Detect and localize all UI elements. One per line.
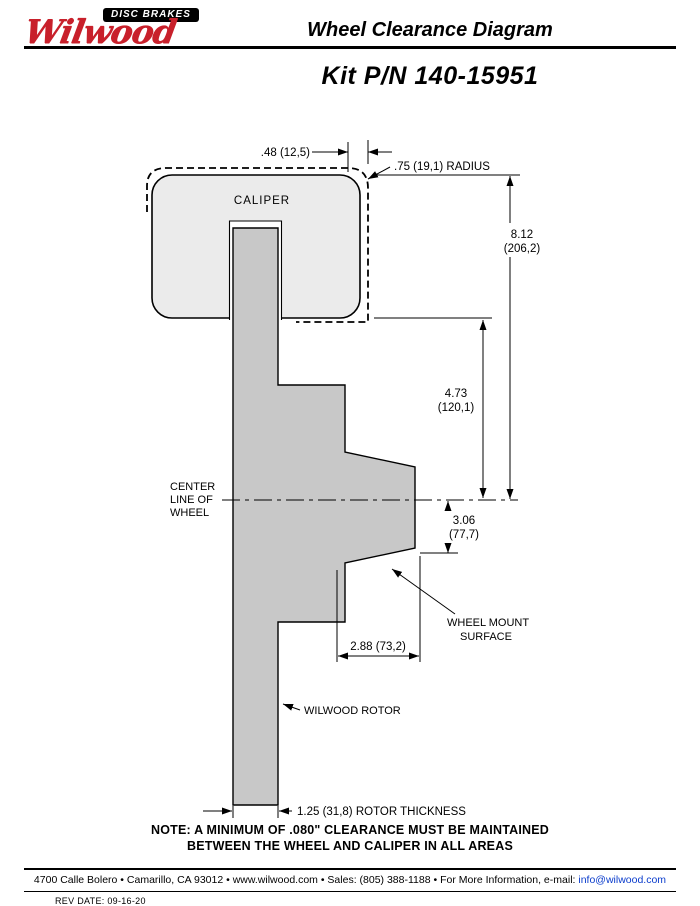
clearance-note: NOTE: A MINIMUM OF .080" CLEARANCE MUST …: [0, 822, 700, 854]
footer-website: www.wilwood.com: [232, 874, 318, 886]
caliper-label: CALIPER: [234, 195, 290, 207]
wheel-mount-label-line1: WHEEL MOUNT: [447, 617, 529, 629]
header-rule: [24, 46, 676, 49]
dim-mount-offset: [336, 556, 421, 662]
footer-rule-bottom: [24, 891, 676, 892]
dim-caliper-bottom-value: 4.73: [445, 388, 467, 400]
wilwood-logo: DISC BRAKES Wilwood: [22, 8, 205, 51]
dim-top-gap: [312, 140, 392, 172]
dim-hat: [420, 501, 458, 554]
rotor-leader: [282, 703, 301, 711]
document-title: Wheel Clearance Diagram: [307, 19, 553, 41]
dim-caliper-top-value: 8.12: [511, 229, 533, 241]
dim-radius-text: .75 (19,1) RADIUS: [394, 161, 490, 173]
wheel-mount-leader: [391, 568, 456, 615]
rotor-shape: [232, 227, 416, 806]
rev-date: REV DATE: 09-16-20: [55, 896, 146, 906]
dim-caliper-top: [374, 174, 520, 499]
kit-part-number: Kit P/N 140-15951: [321, 62, 539, 90]
dim-rotor-thickness-text: 1.25 (31,8) ROTOR THICKNESS: [297, 806, 466, 818]
dim-hat-metric: (77,7): [449, 529, 479, 541]
dim-caliper-bottom-metric: (120,1): [438, 402, 475, 414]
dim-caliper-bottom: [374, 317, 492, 498]
rotor-label: WILWOOD ROTOR: [304, 705, 401, 717]
footer-address: 4700 Calle Bolero • Camarillo, CA 93012 …: [33, 874, 233, 886]
footer-sales: • Sales: (805) 388-1188 • For More Infor…: [317, 874, 579, 886]
centerline-label-line1: CENTER: [170, 481, 215, 493]
footer-contact-line: 4700 Calle Bolero • Camarillo, CA 93012 …: [0, 874, 700, 886]
wheel-mount-label-line2: SURFACE: [460, 631, 512, 643]
dim-radius-leader: [367, 166, 391, 180]
clearance-note-line1: NOTE: A MINIMUM OF .080" CLEARANCE MUST …: [150, 823, 549, 837]
footer-email-link[interactable]: info@wilwood.com: [578, 874, 667, 886]
clearance-note-line2: BETWEEN THE WHEEL AND CALIPER IN ALL ARE…: [186, 839, 513, 853]
dim-top-gap-text: .48 (12,5): [261, 147, 310, 159]
centerline-label: CENTER LINE OF WHEEL: [170, 481, 215, 519]
disc-brakes-badge: DISC BRAKES: [103, 8, 199, 22]
centerline-label-line3: WHEEL: [170, 507, 209, 519]
dim-caliper-top-metric: (206,2): [504, 243, 541, 255]
centerline-label-line2: LINE OF: [170, 494, 213, 506]
dim-mount-offset-text: 2.88 (73,2): [350, 641, 406, 653]
footer-rule-top: [24, 868, 676, 870]
dim-hat-value: 3.06: [453, 515, 475, 527]
dim-rotor-thickness: [203, 806, 292, 818]
